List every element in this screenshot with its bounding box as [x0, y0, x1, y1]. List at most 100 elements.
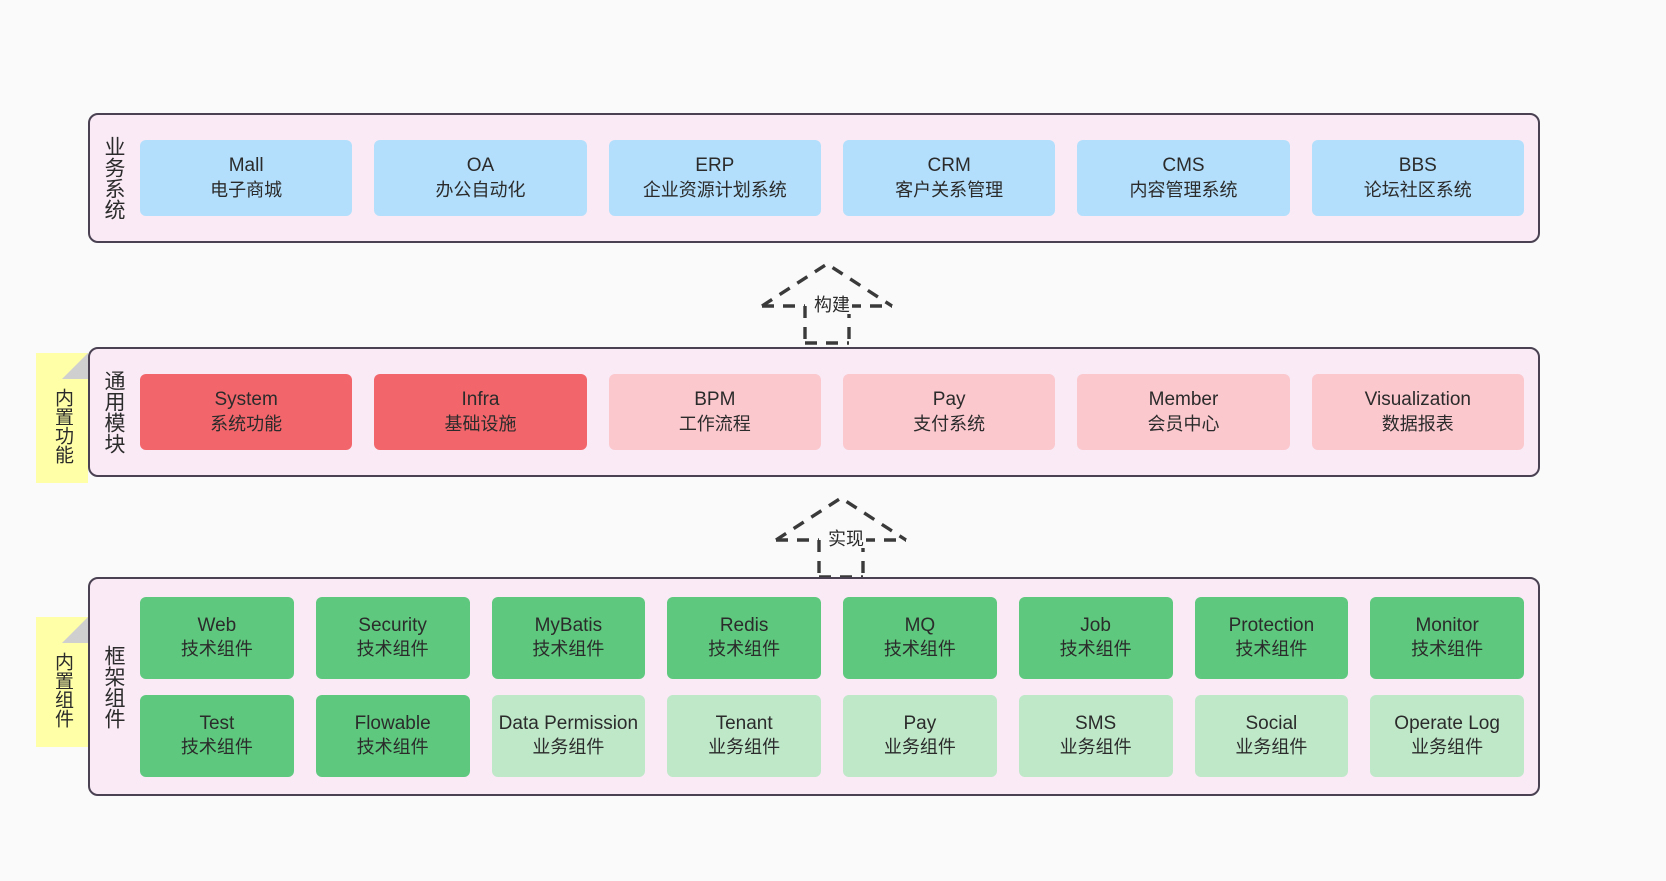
node-security[interactable]: Security 技术组件: [315, 596, 470, 679]
arrow-implement: 实现: [766, 492, 926, 579]
arrow-build: 构建: [752, 258, 912, 345]
node-subtitle: 企业资源计划系统: [642, 179, 787, 200]
node-cms[interactable]: CMS 内容管理系统: [1077, 140, 1290, 216]
node-pay-component[interactable]: Pay 业务组件: [843, 694, 997, 777]
node-subtitle: 技术组件: [883, 639, 956, 660]
layer-business-system: 业务系统 Mall 电子商城 OA 办公自动化 ERP 企业资源计划系统 CRM: [88, 113, 1540, 243]
node-title: Data Permission: [498, 712, 639, 734]
node-subtitle: 技术组件: [708, 639, 781, 660]
node-subtitle: 基础设施: [444, 413, 517, 434]
node-subtitle: 电子商城: [210, 179, 283, 200]
node-subtitle: 会员中心: [1147, 413, 1220, 434]
node-operate-log[interactable]: Operate Log 业务组件: [1370, 694, 1524, 777]
sticky-note-builtin-component: 内置组件: [36, 617, 88, 747]
node-sms[interactable]: SMS 业务组件: [1018, 694, 1173, 777]
node-title: Monitor: [1415, 614, 1479, 636]
node-mq[interactable]: MQ 技术组件: [843, 596, 997, 679]
node-title: CMS: [1162, 155, 1205, 177]
node-redis[interactable]: Redis 技术组件: [667, 596, 821, 679]
node-pay-module[interactable]: Pay 支付系统: [842, 374, 1056, 450]
layer-common-modules-body: System 系统功能 Infra 基础设施 BPM 工作流程 Pay 支付系统…: [136, 349, 1538, 475]
node-subtitle: 技术组件: [356, 639, 429, 660]
sticky-note-label: 内置组件: [51, 652, 73, 728]
node-bbs[interactable]: BBS 论坛社区系统: [1311, 140, 1524, 216]
node-flowable[interactable]: Flowable 技术组件: [315, 694, 470, 777]
node-subtitle: 业务组件: [708, 737, 781, 758]
layer-common-modules-title: 通用模块: [102, 370, 126, 454]
node-mybatis[interactable]: MyBatis 技术组件: [491, 596, 646, 679]
node-title: System: [214, 389, 278, 411]
node-infra[interactable]: Infra 基础设施: [374, 374, 587, 450]
node-subtitle: 业务组件: [1059, 737, 1132, 758]
node-erp[interactable]: ERP 企业资源计划系统: [608, 140, 821, 216]
arrow-implement-label: 实现: [826, 529, 866, 549]
node-subtitle: 技术组件: [180, 737, 253, 758]
node-data-permission[interactable]: Data Permission 业务组件: [491, 694, 646, 777]
node-subtitle: 技术组件: [1059, 639, 1132, 660]
node-subtitle: 技术组件: [1235, 639, 1308, 660]
layer-framework-components: 框架组件 Web 技术组件 Security 技术组件 MyBatis 技术组件…: [88, 577, 1540, 796]
node-subtitle: 办公自动化: [435, 179, 526, 200]
node-subtitle: 内容管理系统: [1129, 179, 1238, 200]
node-bpm[interactable]: BPM 工作流程: [608, 374, 821, 450]
node-member[interactable]: Member 会员中心: [1077, 374, 1290, 450]
node-subtitle: 支付系统: [913, 413, 986, 434]
node-crm[interactable]: CRM 客户关系管理: [842, 140, 1056, 216]
node-title: BBS: [1398, 155, 1437, 177]
node-row: Web 技术组件 Security 技术组件 MyBatis 技术组件 Redi…: [140, 596, 1524, 679]
node-subtitle: 数据报表: [1381, 413, 1454, 434]
sticky-note-builtin-function: 内置功能: [36, 353, 88, 483]
node-web[interactable]: Web 技术组件: [140, 596, 294, 679]
node-subtitle: 业务组件: [532, 737, 605, 758]
node-title: Visualization: [1364, 389, 1471, 411]
node-title: Web: [197, 614, 237, 636]
node-title: Member: [1148, 389, 1219, 411]
node-title: MyBatis: [534, 614, 603, 636]
node-title: Protection: [1228, 614, 1315, 636]
node-title: Flowable: [354, 712, 431, 734]
node-title: Job: [1080, 614, 1111, 636]
node-row: Test 技术组件 Flowable 技术组件 Data Permission …: [140, 694, 1524, 777]
node-subtitle: 技术组件: [356, 737, 429, 758]
node-visualization[interactable]: Visualization 数据报表: [1311, 374, 1524, 450]
node-row: Mall 电子商城 OA 办公自动化 ERP 企业资源计划系统 CRM 客户关系…: [140, 140, 1524, 216]
node-subtitle: 技术组件: [180, 639, 253, 660]
node-subtitle: 论坛社区系统: [1363, 179, 1472, 200]
node-monitor[interactable]: Monitor 技术组件: [1370, 596, 1524, 679]
node-test[interactable]: Test 技术组件: [140, 694, 294, 777]
node-title: Infra: [461, 389, 500, 411]
node-oa[interactable]: OA 办公自动化: [374, 140, 587, 216]
node-protection[interactable]: Protection 技术组件: [1194, 596, 1349, 679]
node-subtitle: 客户关系管理: [895, 179, 1004, 200]
node-title: Operate Log: [1394, 712, 1500, 734]
node-subtitle: 技术组件: [532, 639, 605, 660]
node-tenant[interactable]: Tenant 业务组件: [667, 694, 821, 777]
node-row: System 系统功能 Infra 基础设施 BPM 工作流程 Pay 支付系统…: [140, 374, 1524, 450]
node-title: ERP: [695, 155, 735, 177]
node-job[interactable]: Job 技术组件: [1018, 596, 1173, 679]
node-subtitle: 业务组件: [1235, 737, 1308, 758]
node-social[interactable]: Social 业务组件: [1194, 694, 1349, 777]
layer-framework-components-body: Web 技术组件 Security 技术组件 MyBatis 技术组件 Redi…: [136, 579, 1538, 794]
node-mall[interactable]: Mall 电子商城: [140, 140, 353, 216]
node-title: Test: [199, 712, 235, 734]
node-title: Redis: [719, 614, 769, 636]
node-subtitle: 系统功能: [210, 413, 283, 434]
node-title: Mall: [228, 155, 264, 177]
layer-framework-components-title: 框架组件: [102, 644, 126, 729]
node-system[interactable]: System 系统功能: [140, 374, 353, 450]
node-subtitle: 工作流程: [678, 413, 751, 434]
node-title: Pay: [932, 389, 966, 411]
node-title: Social: [1245, 712, 1298, 734]
node-subtitle: 业务组件: [1411, 737, 1484, 758]
node-title: OA: [466, 155, 495, 177]
node-subtitle: 业务组件: [883, 737, 956, 758]
node-title: SMS: [1075, 712, 1117, 734]
sticky-note-label: 内置功能: [51, 388, 73, 464]
arrow-build-label: 构建: [812, 295, 852, 315]
node-title: MQ: [904, 614, 936, 636]
node-title: CRM: [927, 155, 971, 177]
node-subtitle: 技术组件: [1411, 639, 1484, 660]
node-title: Pay: [903, 712, 937, 734]
